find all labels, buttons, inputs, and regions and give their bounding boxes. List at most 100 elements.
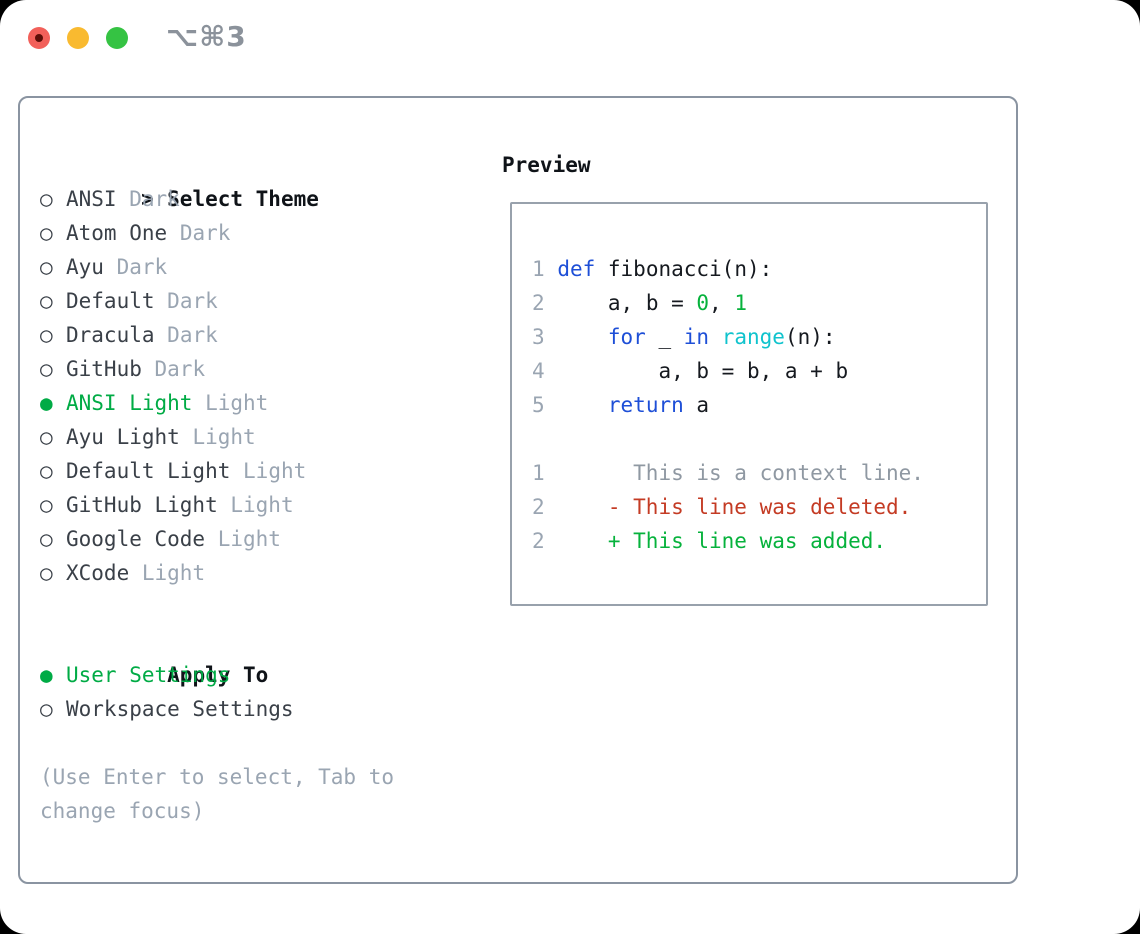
- theme-option-default-light[interactable]: ○ Default Light Light: [40, 454, 480, 488]
- code-token-default: [709, 325, 722, 349]
- theme-name: Google Code: [66, 527, 206, 551]
- theme-tag: Light: [205, 391, 269, 415]
- radio-icon[interactable]: ○: [40, 425, 53, 449]
- radio-icon[interactable]: ○: [40, 697, 53, 721]
- radio-icon[interactable]: ○: [40, 187, 53, 211]
- radio-selected-icon[interactable]: ●: [40, 391, 53, 415]
- minimize-button[interactable]: [67, 27, 89, 49]
- line-number: 1: [532, 461, 545, 485]
- theme-name: Ayu Light: [66, 425, 180, 449]
- theme-list: ○ ANSI Dark ○ Atom One Dark ○ Ayu Dark ○ Defaul…: [40, 182, 480, 590]
- theme-name: Atom One: [66, 221, 168, 245]
- code-token-default: (n):: [784, 325, 836, 349]
- code-token-default: fibonacci(n):: [595, 257, 773, 281]
- code-token-number: 1: [734, 291, 747, 315]
- line-number: 2: [532, 291, 545, 315]
- code-token-default: ,: [709, 291, 735, 315]
- code-token-default: _: [645, 325, 684, 349]
- theme-option-ayu-light[interactable]: ○ Ayu Light Light: [40, 420, 480, 454]
- theme-tag: Dark: [154, 357, 206, 381]
- theme-name: GitHub Light: [66, 493, 218, 517]
- radio-icon[interactable]: ○: [40, 289, 53, 313]
- radio-icon[interactable]: ○: [40, 255, 53, 279]
- theme-tag: Dark: [167, 323, 218, 347]
- theme-name: GitHub: [66, 357, 142, 381]
- theme-option-google-code[interactable]: ○ Google Code Light: [40, 522, 480, 556]
- code-token-builtin: range: [721, 325, 785, 349]
- theme-option-github-light[interactable]: ○ GitHub Light Light: [40, 488, 480, 522]
- diff-line-added: + This line was added.: [607, 529, 887, 553]
- theme-tag: Light: [192, 425, 256, 449]
- keyboard-hint: (Use Enter to select, Tab to change focu…: [40, 765, 395, 823]
- code-token-default: a: [683, 393, 710, 417]
- code-token-keyword: return: [607, 393, 684, 417]
- theme-name: Default Light: [66, 459, 231, 483]
- apply-option-label: User Settings: [66, 663, 231, 687]
- line-number: 3: [532, 325, 545, 349]
- close-dot-icon: [35, 34, 43, 42]
- line-number: 1: [532, 257, 545, 281]
- diff-line-context: This is a context line.: [607, 461, 924, 485]
- zoom-button[interactable]: [106, 27, 128, 49]
- line-number: 5: [532, 393, 545, 417]
- theme-tag: Dark: [179, 221, 231, 245]
- radio-selected-icon[interactable]: ●: [40, 663, 53, 687]
- code-preview: 1 def fibonacci(n): 2 a, b = 0, 1 3 for …: [512, 204, 986, 558]
- window-title: ⌥⌘3: [166, 20, 247, 53]
- code-token-default: [557, 325, 608, 349]
- code-token-keyword: in: [683, 325, 710, 349]
- radio-icon[interactable]: ○: [40, 561, 53, 585]
- theme-tag: Light: [230, 493, 294, 517]
- theme-tag: Light: [217, 527, 281, 551]
- titlebar: ⌥⌘3: [0, 0, 1140, 70]
- theme-name: Ayu: [66, 255, 104, 279]
- theme-tag: Dark: [167, 289, 218, 313]
- theme-option-ansi[interactable]: ○ANSI Dark: [40, 182, 480, 216]
- theme-picker-title: Select Theme: [167, 187, 319, 211]
- code-token-number: 0: [696, 291, 710, 315]
- theme-option-github[interactable]: ○ GitHub Dark: [40, 352, 480, 386]
- apply-option-label: Workspace Settings: [66, 697, 294, 721]
- theme-name: ANSI: [66, 187, 117, 211]
- code-token-default: a, b =: [557, 291, 697, 315]
- apply-to-header: Apply To: [40, 624, 480, 687]
- theme-option-dracula[interactable]: ○ Dracula Dark: [40, 318, 480, 352]
- radio-icon[interactable]: ○: [40, 323, 53, 347]
- theme-option-xcode[interactable]: ○XCode Light: [40, 556, 480, 590]
- line-number: 2: [532, 495, 545, 519]
- line-number: 2: [532, 529, 545, 553]
- spacer: [40, 726, 480, 760]
- code-token-keyword: def: [557, 257, 596, 281]
- theme-picker-header: > Select Theme: [40, 148, 480, 211]
- theme-tag: Light: [141, 561, 206, 585]
- theme-option-default[interactable]: ○ Default Dark: [40, 284, 480, 318]
- radio-icon[interactable]: ○: [40, 357, 53, 381]
- theme-name: Default: [66, 289, 155, 313]
- apply-option-workspace-settings[interactable]: ○ Workspace Settings: [40, 692, 480, 726]
- apply-option-user-settings[interactable]: ● User Settings: [40, 658, 480, 692]
- theme-option-atom-one[interactable]: ○ Atom One Dark: [40, 216, 480, 250]
- theme-option-ayu[interactable]: ○ Ayu Dark: [40, 250, 480, 284]
- radio-icon[interactable]: ○: [40, 527, 53, 551]
- code-token-default: [557, 393, 608, 417]
- apply-to-list: ● User Settings ○ Workspace Settings: [40, 658, 480, 726]
- theme-tag: Dark: [116, 255, 168, 279]
- theme-name: Dracula: [66, 323, 155, 347]
- diff-line-deleted: - This line was deleted.: [607, 495, 912, 519]
- theme-tag: Light: [243, 459, 307, 483]
- theme-option-ansi-light[interactable]: ● ANSI Light Light: [40, 386, 480, 420]
- main-panel: > Select Theme ○ ANSI Dark ○ Atom One Dark ○ A…: [18, 96, 1018, 884]
- radio-icon[interactable]: ○: [40, 459, 53, 483]
- radio-icon[interactable]: ○: [40, 493, 53, 517]
- theme-picker: > Select Theme ○ ANSI Dark ○ Atom One Dark ○ A…: [40, 148, 480, 828]
- close-button[interactable]: [28, 27, 50, 49]
- line-number: 4: [532, 359, 545, 383]
- preview-title: Preview: [502, 153, 591, 177]
- cursor-icon: >: [141, 187, 154, 211]
- radio-icon[interactable]: ○: [40, 221, 53, 245]
- code-token-keyword: for: [607, 325, 646, 349]
- theme-name: ANSI Light: [66, 391, 193, 415]
- spacer: [40, 590, 480, 624]
- preview-pane: 1 def fibonacci(n): 2 a, b = 0, 1 3 for …: [510, 202, 988, 606]
